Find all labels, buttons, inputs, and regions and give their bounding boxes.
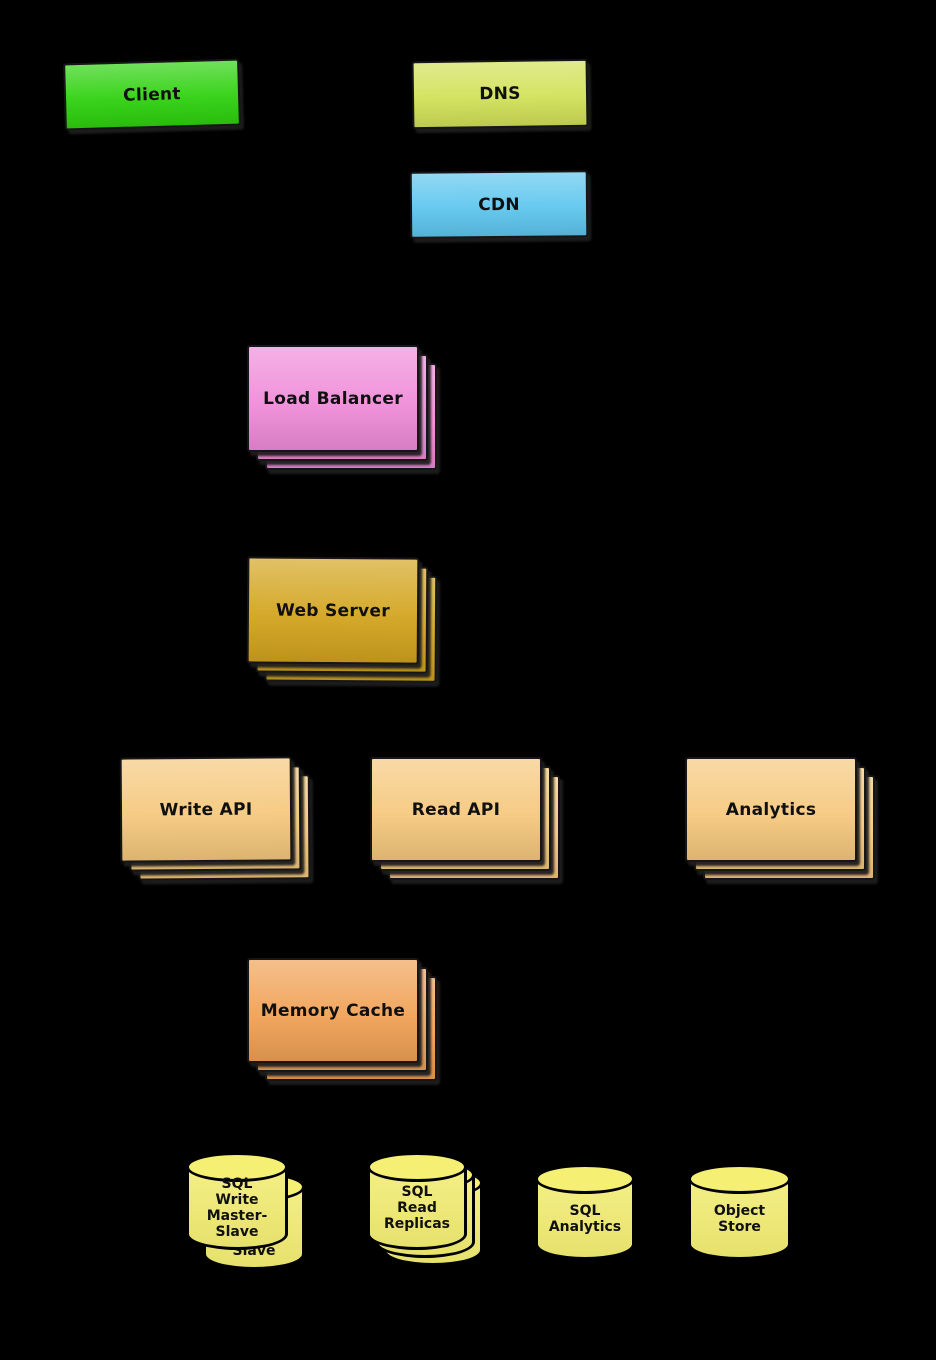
node-cdn-label: CDN — [478, 194, 520, 215]
node-memory-cache-box: Memory Cache — [247, 958, 419, 1063]
node-analytics-box: Analytics — [685, 757, 857, 862]
node-load-balancer-label: Load Balancer — [263, 388, 403, 409]
node-load-balancer: Load Balancer — [247, 345, 437, 470]
node-analytics: Analytics — [685, 757, 875, 880]
node-object-store-cylinder: Object Store — [688, 1164, 791, 1260]
node-object-store: Object Store — [688, 1164, 791, 1260]
node-cdn: CDN — [409, 170, 589, 239]
node-client-box: Client — [63, 58, 241, 131]
node-sql-read-replicas-label: SQL Read Replicas — [384, 1183, 450, 1233]
node-dns-box: DNS — [411, 58, 589, 130]
node-object-store-label: Object Store — [713, 1202, 766, 1235]
node-load-balancer-box: Load Balancer — [247, 345, 419, 452]
node-analytics-label: Analytics — [725, 799, 817, 820]
node-client-label: Client — [122, 83, 182, 106]
node-write-api: Write API — [119, 756, 311, 881]
node-cdn-box: CDN — [409, 170, 589, 239]
node-web-server: Web Server — [246, 556, 438, 683]
node-sql-write-master-slave: Slave SQL Write Master- Slave — [186, 1152, 305, 1270]
node-write-api-box: Write API — [119, 756, 293, 863]
node-dns: DNS — [411, 58, 589, 130]
node-web-server-box: Web Server — [246, 556, 420, 665]
node-dns-label: DNS — [479, 83, 521, 105]
node-memory-cache: Memory Cache — [247, 958, 437, 1081]
node-sql-read-replicas: SQL Read Replicas — [367, 1152, 483, 1266]
node-sql-read-replicas-cylinder: SQL Read Replicas — [367, 1152, 467, 1250]
node-sql-analytics: SQL Analytics — [535, 1164, 635, 1260]
node-sql-write-master-slave-cylinder: SQL Write Master- Slave — [186, 1152, 288, 1250]
node-memory-cache-label: Memory Cache — [260, 1000, 406, 1021]
node-write-api-label: Write API — [159, 799, 253, 820]
node-sql-analytics-cylinder: SQL Analytics — [535, 1164, 635, 1260]
node-read-api: Read API — [370, 757, 560, 880]
node-sql-analytics-label: SQL Analytics — [548, 1202, 622, 1235]
node-sql-write-master-slave-label: SQL Write Master- Slave — [206, 1175, 268, 1241]
node-client: Client — [63, 58, 241, 131]
node-read-api-box: Read API — [370, 757, 542, 862]
node-read-api-label: Read API — [411, 799, 501, 820]
node-web-server-label: Web Server — [275, 600, 391, 621]
